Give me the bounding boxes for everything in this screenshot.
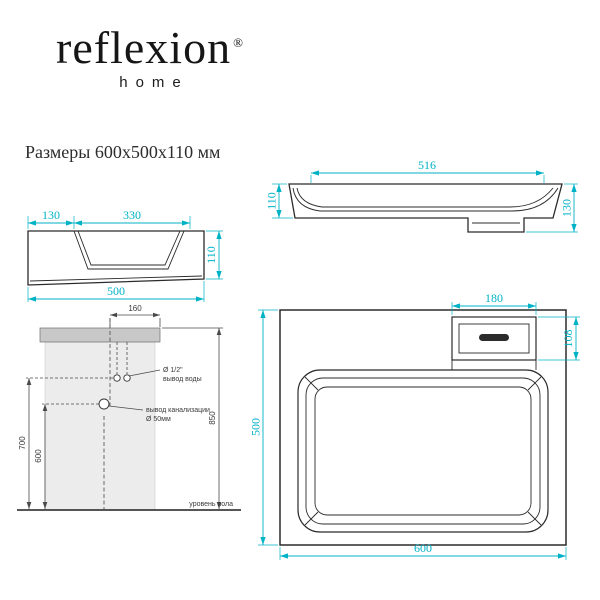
top-dim-108: 108 xyxy=(561,330,575,348)
top-dim-600: 600 xyxy=(414,541,432,555)
front-section-view: 516 110 130 xyxy=(265,158,586,299)
basin-wall-inner xyxy=(77,230,181,266)
dimensions-title: Размеры 600x500x110 мм xyxy=(25,142,221,162)
brand-name: reflexion® xyxy=(28,22,272,73)
water-outlet-label-1: Ø 1/2" xyxy=(163,367,183,374)
side-dim-130: 130 xyxy=(42,208,60,222)
floor-level-label: уровень пола xyxy=(189,501,233,508)
brand-subtitle: home xyxy=(119,74,189,92)
pedestal-shape xyxy=(44,341,156,511)
sink-profile-bottom-line xyxy=(29,275,203,282)
basin-contour-middle xyxy=(305,377,541,525)
front-profile-outline xyxy=(288,183,563,233)
registered-mark: ® xyxy=(233,34,244,50)
drain-label-2: Ø 50мм xyxy=(146,416,171,423)
top-view: 180 108 500 600 xyxy=(248,290,588,580)
front-basin-line-outer xyxy=(292,187,559,212)
side-dim-330: 330 xyxy=(123,208,141,222)
top-dim-500: 500 xyxy=(249,418,263,436)
install-dim-600: 600 xyxy=(34,449,43,463)
water-outlet-circle-left xyxy=(113,374,121,382)
sink-profile-outline xyxy=(27,230,205,286)
basin-wall-outer xyxy=(73,230,185,270)
top-dim-180: 180 xyxy=(485,291,503,305)
front-dim-110: 110 xyxy=(266,192,279,210)
front-section-svg: 516 110 130 xyxy=(265,158,578,233)
side-section-view: 130 330 500 110 xyxy=(18,203,230,314)
drain-outlet-circle xyxy=(98,398,110,410)
basin-contour-inner xyxy=(314,386,532,516)
overflow-slot xyxy=(479,334,509,341)
brand-logo: reflexion® home xyxy=(28,22,272,92)
install-dim-700: 700 xyxy=(18,436,27,450)
front-basin-line-inner xyxy=(296,187,554,208)
water-outlet-circle-right xyxy=(123,374,131,382)
side-dim-110: 110 xyxy=(204,246,218,264)
basin-contour-outer xyxy=(297,369,549,533)
counter-slab-shape xyxy=(39,327,161,343)
water-outlet-label-2: вывод воды xyxy=(163,376,202,383)
installation-svg: 160 Ø 1/2" вывод воды вывод канализации … xyxy=(17,304,241,511)
side-dim-500: 500 xyxy=(107,284,125,298)
install-dim-160: 160 xyxy=(128,304,142,313)
front-dim-516: 516 xyxy=(418,158,436,172)
tap-box-inner xyxy=(458,323,530,354)
side-section-svg: 130 330 500 110 xyxy=(27,208,223,302)
installation-view: 160 Ø 1/2" вывод воды вывод канализации … xyxy=(15,298,245,529)
drain-label-1: вывод канализации xyxy=(146,407,210,414)
brand-wordmark: reflexion xyxy=(56,22,232,73)
front-dim-130: 130 xyxy=(560,199,574,217)
top-view-svg: 180 108 500 600 xyxy=(249,291,580,560)
install-dim-850: 850 xyxy=(208,411,217,425)
